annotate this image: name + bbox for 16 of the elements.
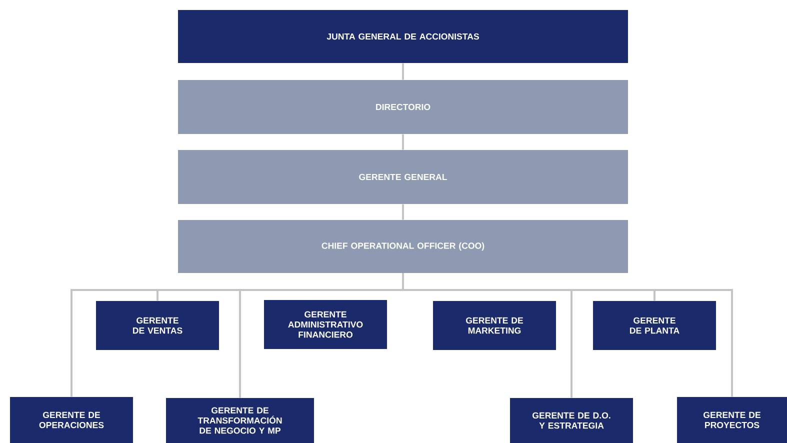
connector-line (402, 63, 404, 80)
position-box: DIRECTORIO (178, 80, 628, 134)
position-box: GERENTE DE PLANTA (593, 301, 716, 350)
top-box: JUNTA GENERAL DE ACCIONISTAS (178, 10, 628, 63)
connector-line (402, 273, 734, 397)
position-box: GERENTE DE TRANSFORMACIÓN DE NEGOCIO Y MP (166, 398, 314, 443)
connector-line (402, 204, 404, 220)
position-box: CHIEF OPERATIONAL OFFICER (COO) (178, 220, 628, 273)
position-box: GERENTE DE OPERACIONES (10, 397, 133, 443)
position-box: GERENTE DE MARKETING (433, 301, 556, 350)
position-box: GERENTE DE VENTAS (96, 301, 219, 350)
position-box: GERENTE DE D.O. Y ESTRATEGIA (510, 398, 634, 443)
connector-line (402, 134, 404, 150)
position-box: GERENTE ADMINISTRATIVO FINANCIERO (264, 300, 387, 349)
position-box: GERENTE DE PROYECTOS (677, 397, 787, 443)
position-box: GERENTE GENERAL (178, 150, 628, 204)
